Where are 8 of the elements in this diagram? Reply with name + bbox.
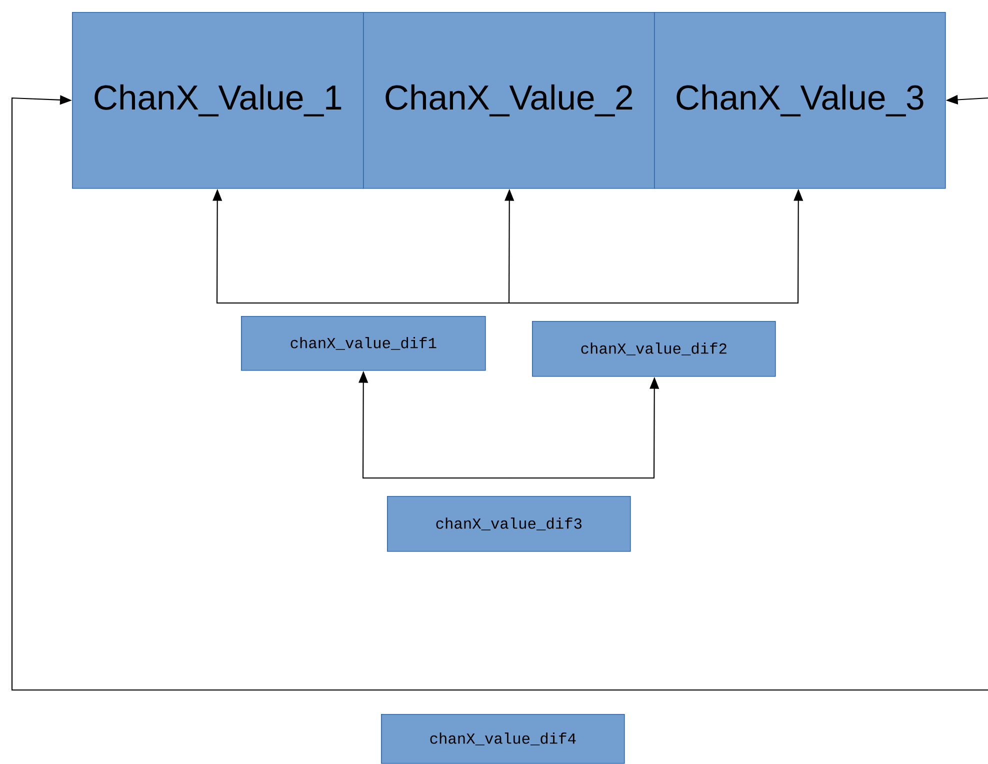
arrow [11, 95, 988, 691]
variable-box: chanX_value_dif3 [387, 496, 631, 552]
value-box: ChanX_Value_2 [363, 12, 655, 189]
variable-box: chanX_value_dif1 [241, 316, 486, 371]
variable-box: chanX_value_dif4 [381, 714, 625, 764]
value-box: ChanX_Value_3 [654, 12, 946, 189]
value-box: ChanX_Value_1 [72, 12, 364, 189]
variable-box: chanX_value_dif2 [532, 321, 776, 377]
